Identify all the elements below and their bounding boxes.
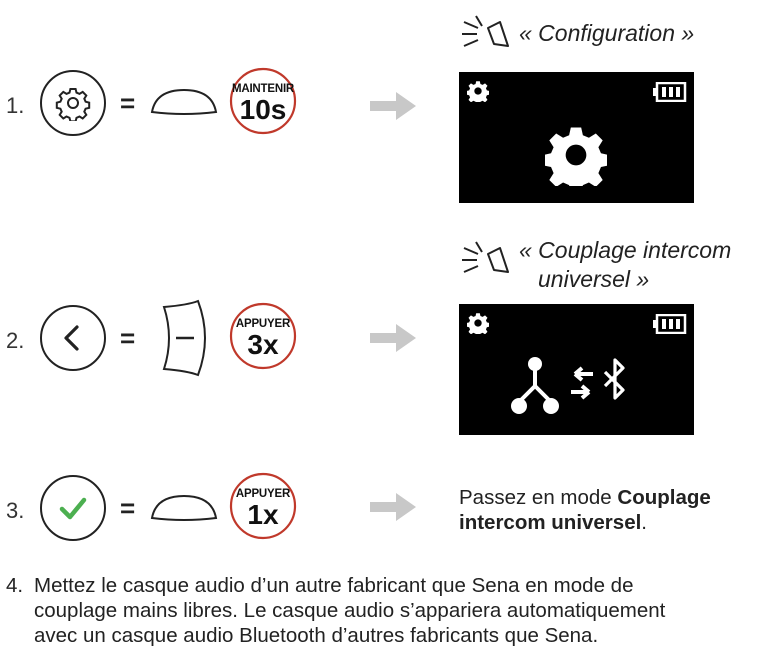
step4-line: avec un casque audio Bluetooth d’autres …	[34, 624, 599, 647]
gear-outline-icon	[55, 88, 91, 121]
result-suffix: .	[641, 511, 647, 534]
result-mode-2: intercom universel	[459, 511, 642, 534]
oval-button-icon	[150, 88, 218, 115]
badge-count: 3x	[247, 329, 279, 360]
back-button[interactable]	[40, 305, 106, 371]
gear-icon	[467, 81, 489, 102]
speaker-icon	[462, 15, 509, 47]
step-number: 1.	[6, 93, 25, 118]
voice-prompt-line2: universel »	[538, 266, 650, 292]
gear-icon	[467, 313, 489, 334]
chevron-left-icon	[64, 325, 79, 351]
confirm-button[interactable]	[40, 475, 106, 541]
headset-screen	[459, 72, 694, 203]
step4-text: Mettez le casque audio d’un autre fabric…	[34, 573, 774, 648]
badge-ring-icon	[229, 67, 297, 135]
battery-icon	[653, 314, 687, 334]
press-badge: APPUYER 1x	[228, 471, 298, 541]
press-badge: APPUYER 3x	[228, 301, 298, 371]
equals-sign: =	[120, 323, 136, 353]
minus-button-icon	[162, 299, 206, 377]
gear-large-icon	[545, 127, 607, 186]
badge-action-label: MAINTENIR	[231, 83, 295, 95]
badge-action-label: APPUYER	[235, 488, 291, 500]
badge-count: 10s	[239, 94, 287, 125]
step-number: 2.	[6, 328, 25, 353]
badge-ring-icon	[229, 472, 297, 540]
equals-sign: =	[120, 88, 136, 118]
badge-action-label: APPUYER	[235, 318, 291, 330]
step-number: 4.	[6, 574, 24, 597]
badge-count: 1x	[247, 499, 279, 530]
voice-prompt-line1: « Couplage intercom	[519, 237, 732, 263]
arrow-right-icon	[370, 324, 416, 352]
oval-button-icon	[150, 494, 218, 521]
result-prefix: Passez en mode	[459, 486, 618, 509]
universal-intercom-pairing-icon	[511, 357, 625, 414]
speaker-icon	[462, 241, 509, 273]
step4-line: Mettez le casque audio d’un autre fabric…	[34, 574, 634, 597]
voice-prompt: « Configuration »	[519, 20, 695, 46]
badge-ring-icon	[229, 302, 297, 370]
hold-badge: MAINTENIR 10s	[228, 66, 298, 136]
headset-screen	[459, 304, 694, 435]
settings-button[interactable]	[40, 70, 106, 136]
arrow-right-icon	[370, 92, 416, 120]
arrow-right-icon	[370, 493, 416, 521]
battery-icon	[653, 82, 687, 102]
step-result: Passez en mode Couplage intercom univers…	[459, 485, 769, 535]
equals-sign: =	[120, 493, 136, 523]
check-icon	[59, 497, 87, 520]
result-mode-1: Couplage	[617, 486, 711, 509]
step-number: 3.	[6, 498, 25, 523]
step4-line: couplage mains libres. Le casque audio s…	[34, 599, 666, 622]
